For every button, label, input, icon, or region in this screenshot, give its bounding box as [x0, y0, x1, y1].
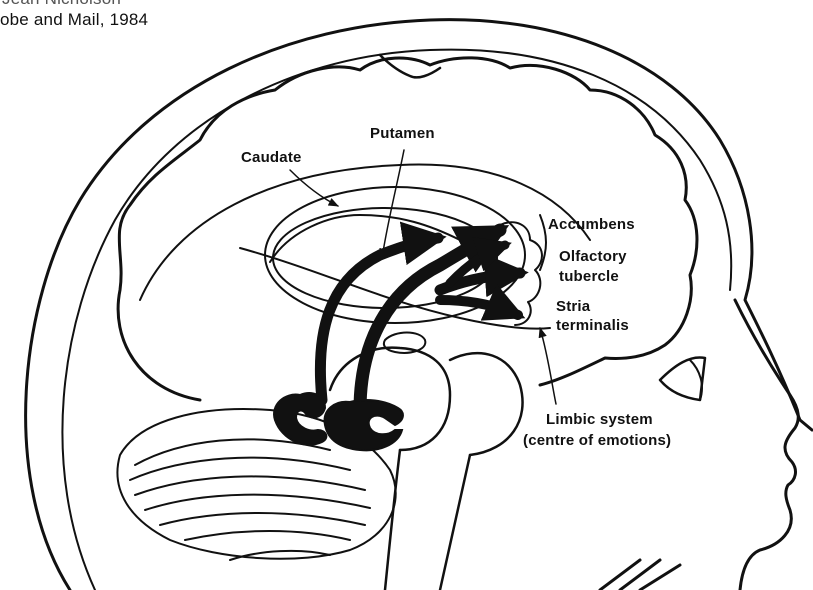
label-caudate: Caudate — [241, 149, 302, 166]
pons-outline — [450, 353, 523, 455]
brainstem-outline — [385, 450, 470, 590]
limbic-pointer — [540, 328, 556, 404]
label-olfactory-2: tubercle — [559, 268, 619, 285]
label-limbic-1: Limbic system — [546, 411, 653, 428]
label-putamen: Putamen — [370, 125, 435, 142]
eye-outline — [660, 357, 705, 400]
dopamine-pathway-arrow-4 — [440, 300, 518, 315]
label-stria-1: Stria — [556, 298, 590, 315]
label-accumbens: Accumbens — [548, 216, 635, 233]
label-limbic-2: (centre of emotions) — [523, 432, 671, 449]
corpus-callosum — [140, 165, 590, 300]
ventral-tegmental-area — [325, 400, 403, 450]
small-nucleus — [384, 333, 425, 353]
label-stria-2: terminalis — [556, 317, 629, 334]
label-olfactory-1: Olfactory — [559, 248, 627, 265]
shading-strokes — [600, 560, 680, 590]
stria-line — [240, 248, 550, 329]
